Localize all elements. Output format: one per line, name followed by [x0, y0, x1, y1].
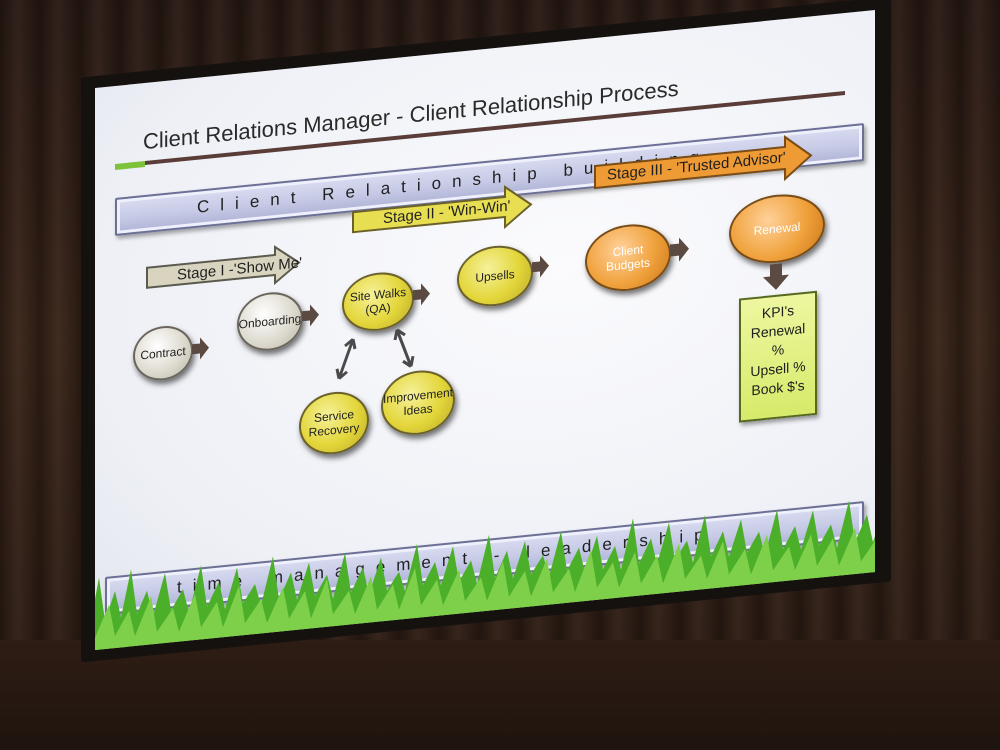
site-walks-arrow-icon	[413, 283, 430, 306]
renewal-label: Renewal	[753, 219, 801, 238]
client-budgets-arrow-icon	[670, 237, 689, 262]
onboarding-label: Onboarding	[238, 311, 302, 332]
onboarding-node: Onboarding	[237, 289, 303, 354]
contract-arrow-icon	[192, 337, 209, 360]
stage-1-arrow: Stage I -'Show Me'	[146, 244, 302, 299]
improvement-line-2: Ideas	[403, 401, 433, 419]
renewal-down-arrow-icon	[763, 263, 789, 290]
grass-decoration	[95, 500, 875, 650]
kpi-box: KPI's Renewal % Upsell % Book $'s	[739, 290, 817, 423]
contract-label: Contract	[140, 343, 186, 363]
service-recovery-link-icon	[335, 338, 357, 380]
floor	[0, 640, 1000, 750]
site-walks-line-2: (QA)	[365, 300, 391, 317]
contract-node: Contract	[133, 323, 193, 384]
service-recovery-node: Service Recovery	[299, 388, 369, 458]
stage-3-arrow: Stage III - 'Trusted Advisor'	[594, 134, 815, 202]
onboarding-arrow-icon	[302, 304, 319, 327]
site-walks-node: Site Walks (QA)	[342, 269, 414, 335]
client-budgets-node: Client Budgets	[585, 220, 671, 295]
upsells-label: Upsells	[475, 266, 515, 285]
presentation-slide: Client Relations Manager - Client Relati…	[95, 10, 875, 650]
improvement-ideas-label: Improvement Ideas	[383, 385, 453, 421]
client-budgets-label: Client Budgets	[606, 241, 650, 274]
site-walks-label: Site Walks (QA)	[350, 284, 406, 318]
green-accent-bar	[115, 161, 145, 170]
renewal-node: Renewal	[729, 190, 825, 268]
stage-2-arrow-shape	[352, 185, 533, 234]
upsells-node: Upsells	[457, 242, 533, 310]
stage-1-arrow-shape	[146, 245, 301, 289]
improvement-ideas-node: Improvement Ideas	[381, 367, 455, 439]
client-budgets-line-2: Budgets	[605, 255, 651, 274]
projector-screen: Client Relations Manager - Client Relati…	[81, 0, 891, 663]
upsells-arrow-icon	[532, 255, 549, 278]
service-recovery-label: Service Recovery	[309, 406, 360, 440]
stage-3-arrow-shape	[594, 135, 813, 190]
stage-2-arrow: Stage II - 'Win-Win'	[352, 184, 535, 246]
improvement-link-icon	[393, 328, 415, 368]
